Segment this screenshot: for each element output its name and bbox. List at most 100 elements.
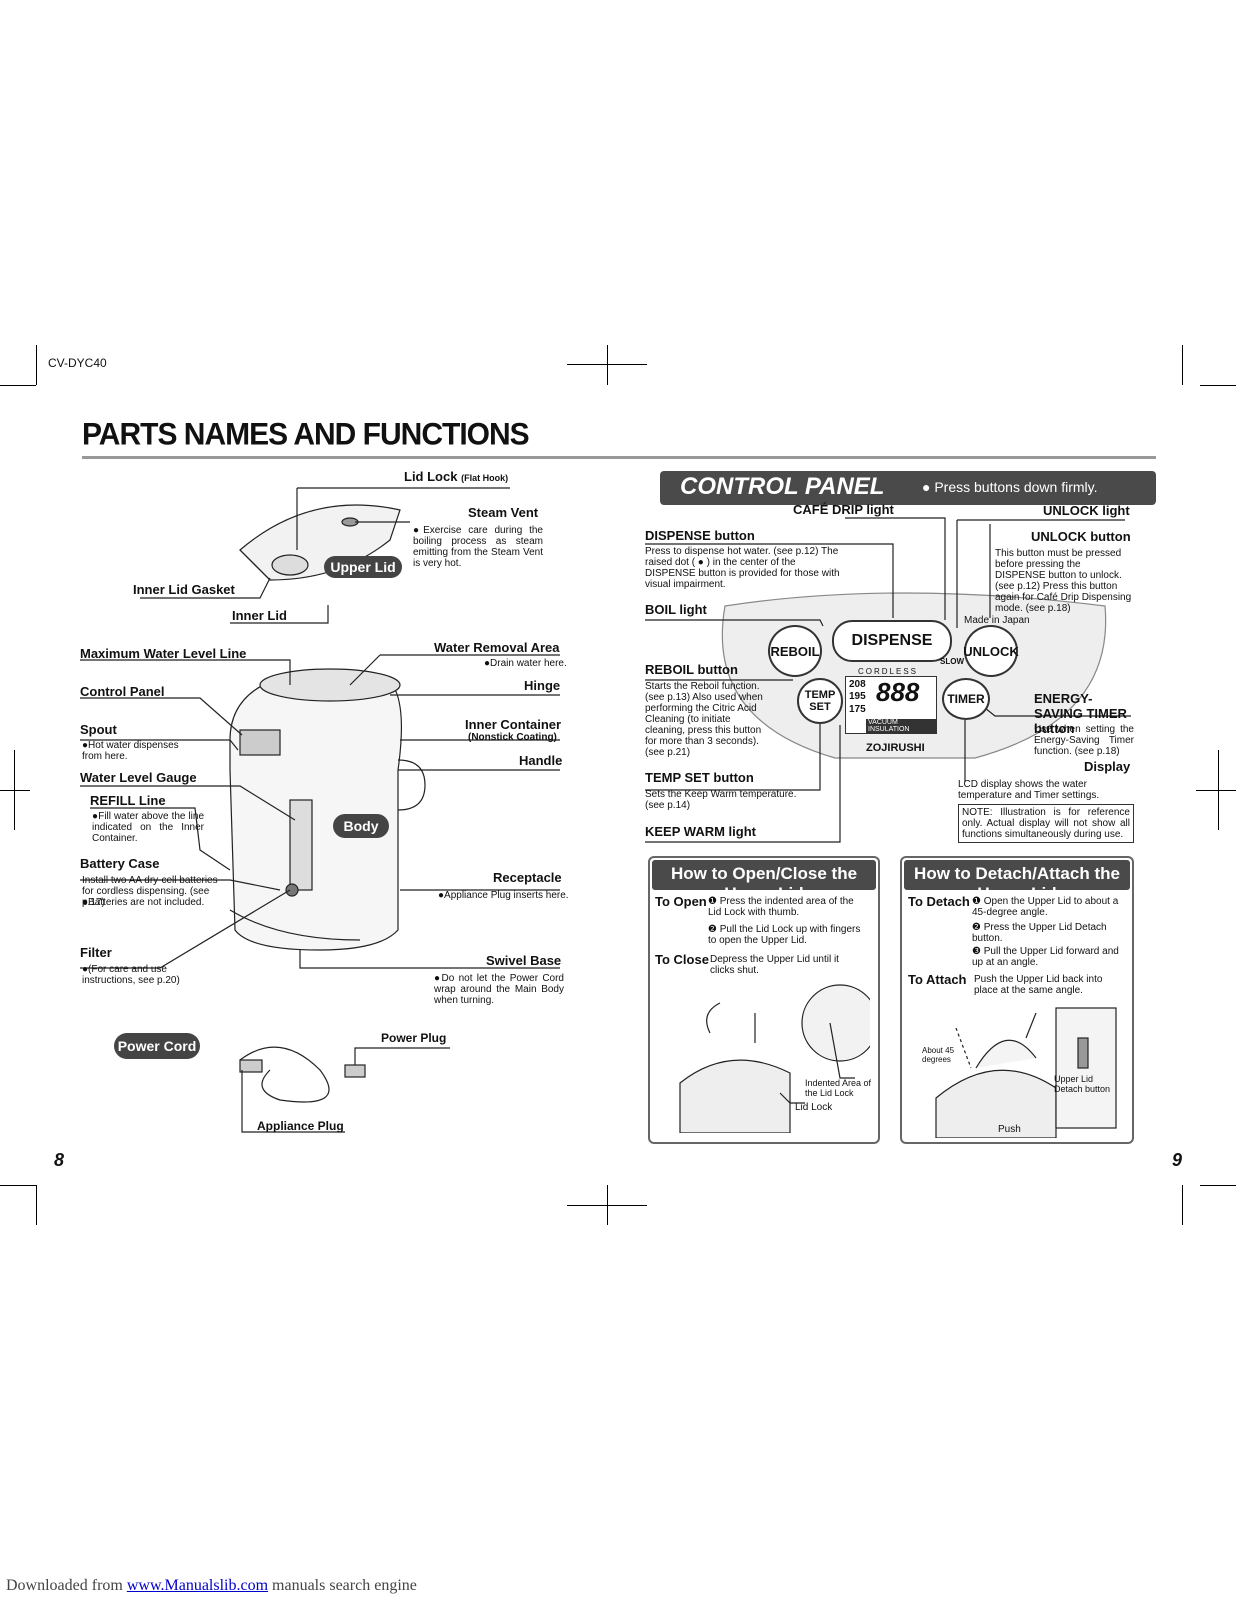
label-power-plug: Power Plug: [381, 1031, 447, 1045]
desc-batteries-not-included: ●Batteries are not included.: [82, 897, 205, 908]
manualslib-link[interactable]: www.Manualslib.com: [126, 1577, 269, 1594]
desc-unlock-button: This button must be pressed before press…: [995, 548, 1132, 614]
step-detach-3: ❸ Pull the Upper Lid forward and up at a…: [972, 946, 1119, 968]
label-about-45-degrees: About 45 degrees: [922, 1046, 955, 1064]
label-cafe-drip-light: CAFÉ DRIP light: [793, 502, 894, 517]
label-to-open: To Open: [655, 894, 707, 909]
label-steam-vent: Steam Vent: [468, 505, 539, 520]
label-boil-light: BOIL light: [645, 602, 707, 617]
label-handle: Handle: [519, 753, 563, 768]
desc-filter: ●(For care and use instructions, see p.2…: [82, 964, 180, 986]
step-detach-2: ❷ Press the Upper Lid Detach button.: [972, 922, 1107, 944]
label-control-panel: Control Panel: [80, 684, 165, 699]
desc-steam-vent: ●Exercise care during the boiling proces…: [413, 525, 543, 569]
crop-mark: [36, 1185, 37, 1225]
badge-upper-lid: Upper Lid: [324, 556, 402, 578]
label-water-removal: Water Removal Area: [434, 640, 560, 655]
title-rule: [82, 456, 1156, 459]
label-lid-lock: Lid Lock (Flat Hook): [404, 469, 509, 484]
lcd-display: 208 195 175 888 VACUUM INSULATION: [845, 676, 937, 734]
text-cordless: CORDLESS: [858, 667, 919, 676]
label-inner-container: Inner Container: [465, 717, 562, 732]
crop-mark: [1218, 750, 1219, 830]
lcd-vacuum-label: VACUUM INSULATION: [866, 719, 936, 733]
badge-body: Body: [333, 814, 389, 838]
footer: Downloaded from www.Manualslib.com manua…: [6, 1577, 417, 1594]
label-temp-set-button: TEMP SET button: [645, 770, 754, 785]
label-to-attach: To Attach: [908, 972, 967, 987]
unlock-button[interactable]: UNLOCK: [963, 625, 1019, 677]
label-push: Push: [998, 1124, 1021, 1135]
badge-power-cord: Power Cord: [114, 1033, 200, 1059]
desc-to-close: Depress the Upper Lid until it clicks sh…: [710, 954, 839, 976]
detach-attach-title: How to Detach/Attach the Upper Lid: [904, 860, 1130, 903]
open-close-panel: How to Open/Close the Upper Lid To Open …: [648, 856, 880, 1144]
crop-mark: [1196, 790, 1236, 791]
desc-swivel-base: ●Do not let the Power Cord wrap around t…: [434, 973, 564, 1006]
label-to-close: To Close: [655, 952, 709, 967]
label-swivel-base: Swivel Base: [486, 953, 562, 968]
label-lid-lock-diagram: Lid Lock: [795, 1102, 833, 1113]
desc-receptacle: ●Appliance Plug inserts here.: [438, 890, 569, 901]
desc-spout: ●Hot water dispenses from here.: [82, 740, 179, 762]
detach-attach-panel: How to Detach/Attach the Upper Lid To De…: [900, 856, 1134, 1144]
crop-mark: [1200, 1185, 1236, 1186]
label-battery-case: Battery Case: [80, 856, 160, 871]
label-keep-warm-light: KEEP WARM light: [645, 824, 756, 839]
temp-set-button[interactable]: TEMP SET: [797, 678, 843, 724]
step-open-1: ❶ Press the indented area of the Lid Loc…: [708, 896, 854, 918]
note-inner-container: (Nonstick Coating): [468, 732, 557, 743]
dispense-button[interactable]: DISPENSE: [832, 620, 952, 662]
crop-mark: [0, 1185, 36, 1186]
crop-mark: [607, 1185, 608, 1225]
page-number-left: 8: [54, 1150, 65, 1170]
desc-temp-set-button: Sets the Keep Warm temperature. (see p.1…: [645, 789, 797, 811]
page-number-right: 9: [1172, 1150, 1183, 1170]
desc-to-attach: Push the Upper Lid back into place at th…: [974, 974, 1103, 996]
crop-mark: [1200, 385, 1236, 386]
lcd-digits: 888: [876, 677, 920, 707]
step-detach-1: ❶ Open the Upper Lid to about a 45-degre…: [972, 896, 1119, 918]
label-refill-line: REFILL Line: [90, 793, 166, 808]
text-made-in-japan: Made in Japan: [964, 615, 1030, 626]
model-number: CV-DYC40: [48, 356, 107, 370]
label-upper-lid-detach-button: Upper Lid Detach button: [1054, 1074, 1111, 1094]
temp-set-label-temp: TEMP: [804, 689, 836, 701]
label-indented-area: Indented Area of the Lid Lock: [805, 1078, 872, 1098]
brand-logo: ZOJIRUSHI: [866, 742, 925, 754]
desc-water-removal: ●Drain water here.: [484, 658, 567, 669]
label-energy-saving-timer-button: ENERGY-SAVING TIMER button: [1034, 691, 1127, 736]
timer-button[interactable]: TIMER: [942, 678, 990, 720]
crop-mark: [0, 790, 30, 791]
label-reboil-button: REBOIL button: [645, 662, 738, 677]
label-filter: Filter: [80, 945, 112, 960]
desc-reboil-button: Starts the Reboil function. (see p.13) A…: [645, 681, 763, 758]
step-open-2: ❷ Pull the Lid Lock up with fingers to o…: [708, 924, 861, 946]
desc-dispense-button: Press to dispense hot water. (see p.12) …: [645, 546, 840, 590]
label-unlock-button: UNLOCK button: [1031, 529, 1131, 544]
label-to-detach: To Detach: [908, 894, 970, 909]
desc-refill-line: ●Fill water above the line indicated on …: [92, 811, 204, 844]
control-panel-title: CONTROL PANEL: [680, 473, 885, 500]
label-appliance-plug: Appliance Plug: [257, 1119, 344, 1133]
crop-mark: [1182, 1185, 1183, 1225]
control-panel-note: ● Press buttons down firmly.: [922, 479, 1098, 495]
desc-energy-saving-timer: Use when setting the Energy-Saving Timer…: [1034, 724, 1134, 757]
label-max-water: Maximum Water Level Line: [80, 646, 247, 661]
label-hinge: Hinge: [524, 678, 561, 693]
desc-battery-case: Install two AA dry-cell batteries for co…: [82, 875, 218, 908]
label-receptacle: Receptacle: [493, 870, 562, 885]
open-close-title: How to Open/Close the Upper Lid: [652, 860, 876, 903]
reboil-button[interactable]: REBOIL: [768, 625, 822, 677]
crop-mark: [0, 385, 36, 386]
parts-illustration: [80, 487, 560, 1133]
lcd-temp-195: 195: [849, 691, 866, 702]
crop-mark: [1182, 345, 1183, 385]
crop-mark: [607, 345, 608, 385]
lcd-temp-208: 208: [849, 679, 866, 690]
open-close-illustration: [679, 984, 870, 1133]
label-display: Display: [1084, 759, 1131, 774]
lcd-temp-175: 175: [849, 704, 866, 715]
label-spout: Spout: [80, 722, 117, 737]
text-slow: SLOW: [940, 657, 964, 666]
